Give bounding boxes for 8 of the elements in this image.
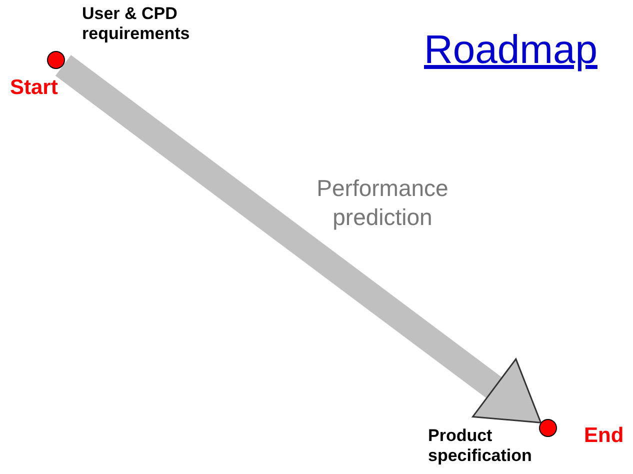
end-label: End	[584, 424, 624, 448]
point-marker	[539, 419, 557, 437]
title: Roadmap	[424, 28, 598, 73]
edge-label: Performance prediction	[316, 174, 450, 232]
start-label: Start	[10, 76, 58, 100]
point-marker	[47, 51, 65, 69]
requirements-label: User & CPD requirements	[82, 4, 191, 44]
specification-label: Product specification	[428, 426, 533, 466]
